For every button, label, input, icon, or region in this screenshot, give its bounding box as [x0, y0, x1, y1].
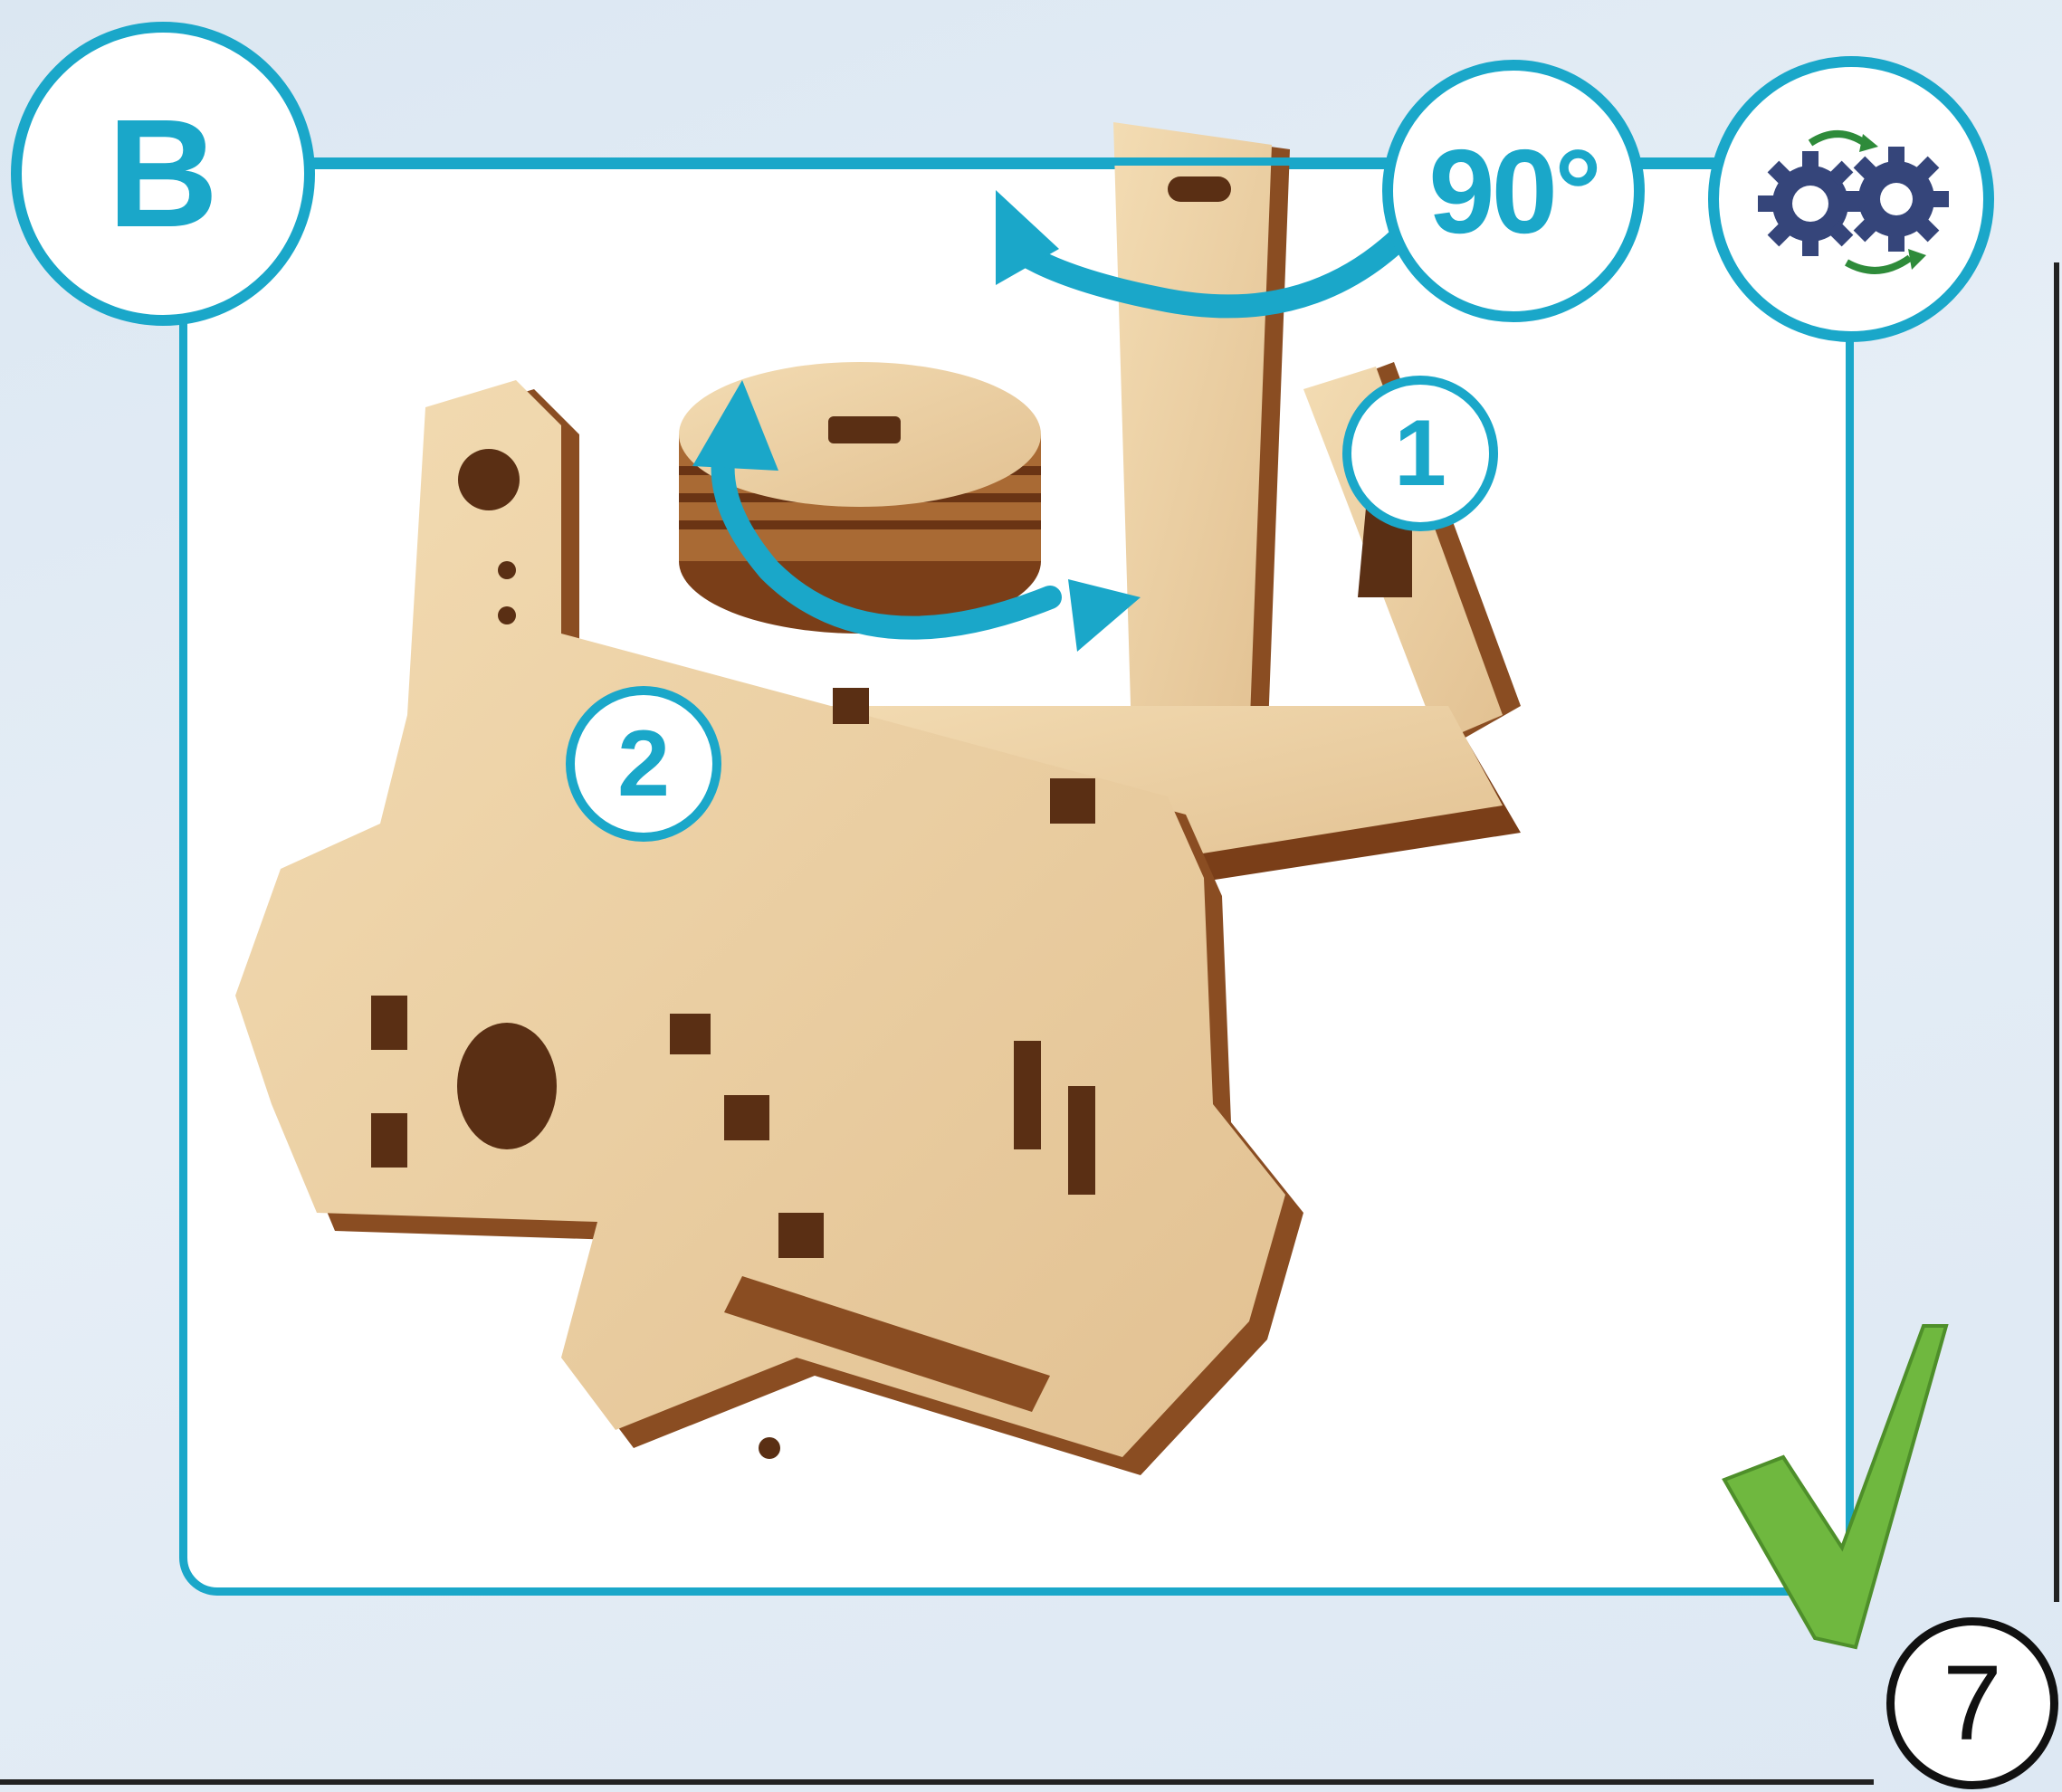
callout-1: 1	[1342, 376, 1498, 531]
lever-plate	[1113, 122, 1290, 751]
step-label: B	[11, 22, 315, 326]
callout-2: 2	[566, 686, 721, 842]
side-rule	[2054, 262, 2059, 1602]
bottom-rule	[0, 1779, 1874, 1785]
rotation-angle-label: 90°	[1382, 60, 1645, 322]
header-line	[272, 157, 1946, 166]
page-number: 7	[1886, 1617, 2058, 1789]
check-mark-icon	[1720, 1312, 1955, 1656]
rotate-gears-icon	[1708, 56, 1994, 342]
gears-icon	[1747, 109, 1955, 290]
wooden-model-illustration	[235, 91, 1684, 1584]
